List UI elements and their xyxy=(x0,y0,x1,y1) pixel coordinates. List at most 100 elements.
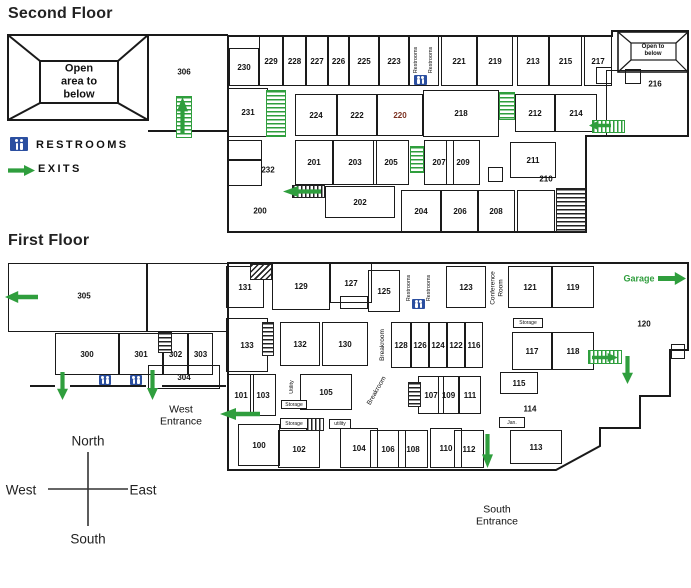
room-outline xyxy=(606,70,688,136)
label-garage: Garage xyxy=(623,273,655,284)
room-119: 119 xyxy=(552,266,594,308)
stairs-icon xyxy=(262,322,274,356)
label-box-storage: Storage xyxy=(513,318,543,328)
label-open-to-below: Open to below xyxy=(641,43,665,57)
label-box-storage: Storage xyxy=(280,418,308,429)
room-125: 125 xyxy=(368,270,400,312)
label-restrooms: Restrooms xyxy=(405,274,412,302)
room-205: 205 xyxy=(373,140,409,185)
room-103: 103 xyxy=(250,374,276,416)
room-111: 111 xyxy=(459,376,481,414)
room-102: 102 xyxy=(278,430,320,468)
label-305: 305 xyxy=(77,291,91,301)
label-utility: Utility xyxy=(288,380,295,394)
compass-cross xyxy=(48,452,128,526)
room-231: 231 xyxy=(228,88,268,137)
room-300: 300 xyxy=(55,333,119,375)
room-225: 225 xyxy=(349,36,379,86)
room-217: 217 xyxy=(584,36,612,86)
room-221: 221 xyxy=(441,36,477,86)
stairs-icon xyxy=(499,92,515,120)
room-outline xyxy=(409,36,439,86)
room-121: 121 xyxy=(508,266,552,308)
room-204: 204 xyxy=(401,190,441,232)
stairs-icon xyxy=(408,382,421,407)
restrooms-icon xyxy=(414,75,427,85)
room-203: 203 xyxy=(333,140,377,185)
room-106: 106 xyxy=(370,430,406,468)
exit-arrow-icon xyxy=(589,121,611,130)
room-115: 115 xyxy=(500,372,538,394)
compass-south-label: South xyxy=(70,531,106,547)
legend-restrooms-label: RESTROOMS xyxy=(36,139,129,151)
room-105: 105 xyxy=(300,374,352,410)
label-restrooms: Restrooms xyxy=(412,46,419,74)
stairs-icon xyxy=(158,332,172,353)
room-301: 301 xyxy=(119,333,163,375)
compass-west-label: West xyxy=(5,482,37,498)
room-outline xyxy=(488,167,503,182)
room-116: 116 xyxy=(465,322,483,368)
room-131: 131 xyxy=(226,266,264,308)
room-126: 126 xyxy=(411,322,429,368)
exit-arrow-icon xyxy=(622,356,633,384)
stairs-icon xyxy=(306,418,324,431)
restrooms-icon xyxy=(412,299,425,309)
exit-arrow-icon xyxy=(5,291,38,303)
room-112: 112 xyxy=(454,430,484,468)
room-206: 206 xyxy=(441,190,479,232)
room-202: 202 xyxy=(325,186,395,218)
label-120: 120 xyxy=(637,319,651,329)
room-224: 224 xyxy=(295,94,337,136)
compass-east-label: East xyxy=(129,482,157,498)
room-213: 213 xyxy=(517,36,549,86)
stairs-icon xyxy=(556,188,586,232)
room-302: 302 xyxy=(163,333,188,375)
room-220: 220 xyxy=(377,94,423,136)
room-304: 304 xyxy=(148,365,220,389)
room-outline xyxy=(228,160,262,186)
room-215: 215 xyxy=(549,36,582,86)
stairs-icon xyxy=(266,90,286,137)
room-218: 218 xyxy=(423,90,499,137)
room-127: 127 xyxy=(330,263,372,303)
room-212: 212 xyxy=(515,94,555,132)
legend-restrooms-icon xyxy=(10,137,28,151)
label-open-area-to-below: Open area to below xyxy=(60,62,98,101)
restrooms-icon xyxy=(130,375,142,385)
exit-arrow-icon xyxy=(592,353,618,362)
label-210: 210 xyxy=(539,174,553,184)
label-restrooms: Restrooms xyxy=(425,274,432,302)
room-124: 124 xyxy=(429,322,447,368)
label-breakroom: Breakroom xyxy=(379,329,387,361)
room-227: 227 xyxy=(306,36,328,86)
room-201: 201 xyxy=(295,140,333,185)
room-109: 109 xyxy=(438,376,459,414)
room-228: 228 xyxy=(283,36,306,86)
label-south-entrance: South Entrance xyxy=(475,503,519,528)
room-outline xyxy=(671,344,685,359)
legend-exits-arrow-icon xyxy=(8,165,35,176)
exit-arrow-icon xyxy=(283,186,321,197)
room-113: 113 xyxy=(510,430,562,464)
room-122: 122 xyxy=(447,322,465,368)
room-230: 230 xyxy=(229,48,259,86)
room-222: 222 xyxy=(337,94,377,136)
exit-arrow-icon xyxy=(147,370,158,400)
label-114: 114 xyxy=(523,404,537,414)
exit-arrow-icon xyxy=(57,372,68,400)
compass-north-label: North xyxy=(71,433,105,449)
label-200: 200 xyxy=(253,206,267,216)
legend-exits-label: EXITS xyxy=(38,163,82,175)
room-110: 110 xyxy=(430,428,462,468)
label-conference-room: Conference Room xyxy=(489,271,504,305)
room-108: 108 xyxy=(398,430,428,468)
room-132: 132 xyxy=(280,322,320,366)
room-303: 303 xyxy=(188,333,213,375)
label-west-entrance: West Entrance xyxy=(159,403,203,428)
room-219: 219 xyxy=(477,36,513,86)
restrooms-icon xyxy=(99,375,111,385)
room-209: 209 xyxy=(446,140,480,185)
